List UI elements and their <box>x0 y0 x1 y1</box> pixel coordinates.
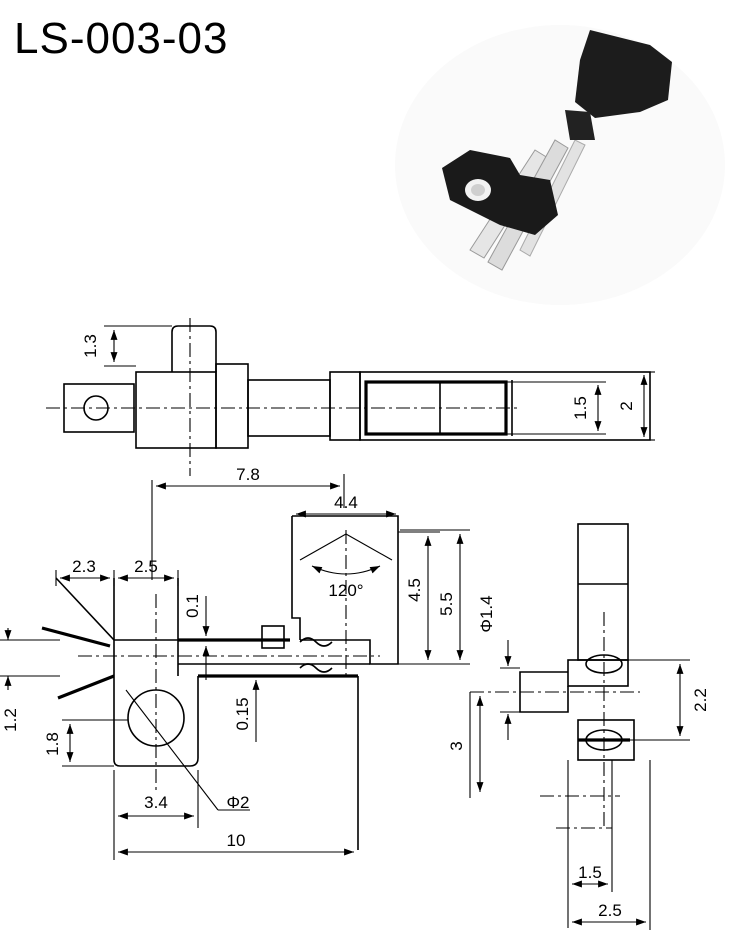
dim-4-4-label: 4.4 <box>334 493 358 512</box>
dim-2-label: 2 <box>617 401 636 410</box>
dim-1-5-end-label: 1.5 <box>578 863 602 882</box>
dim-2-3-label: 2.3 <box>72 557 96 576</box>
dim-2-2-label: 2.2 <box>691 688 710 712</box>
dim-2-5-end-label: 2.5 <box>598 901 622 920</box>
dim-phi1-4-label: Φ1.4 <box>477 595 496 632</box>
dim-10-label: 10 <box>227 831 246 850</box>
end-view <box>469 523 690 930</box>
dim-5-5-label: 5.5 <box>437 592 456 616</box>
dim-1-5-label: 1.5 <box>571 396 590 420</box>
top-view <box>46 318 655 476</box>
dim-1-8-label: 1.8 <box>43 732 62 756</box>
dim-3-label: 3 <box>447 741 466 750</box>
dim-2-5-label: 2.5 <box>134 557 158 576</box>
side-view <box>0 474 470 860</box>
dim-4-5-label: 4.5 <box>405 578 424 602</box>
dim-3-4-label: 3.4 <box>144 793 168 812</box>
product-photo <box>395 25 725 305</box>
dim-1-2-label: 1.2 <box>1 708 20 732</box>
part-number-title: LS-003-03 <box>14 14 229 63</box>
dim-phi2-label: Φ2 <box>226 793 249 812</box>
dim-7-8-label: 7.8 <box>236 465 260 484</box>
dim-0-1-label: 0.1 <box>183 594 202 618</box>
dim-0-15-label: 0.15 <box>233 697 252 730</box>
dim-120-label: 120° <box>328 581 363 600</box>
dim-1-3-label: 1.3 <box>81 334 100 358</box>
